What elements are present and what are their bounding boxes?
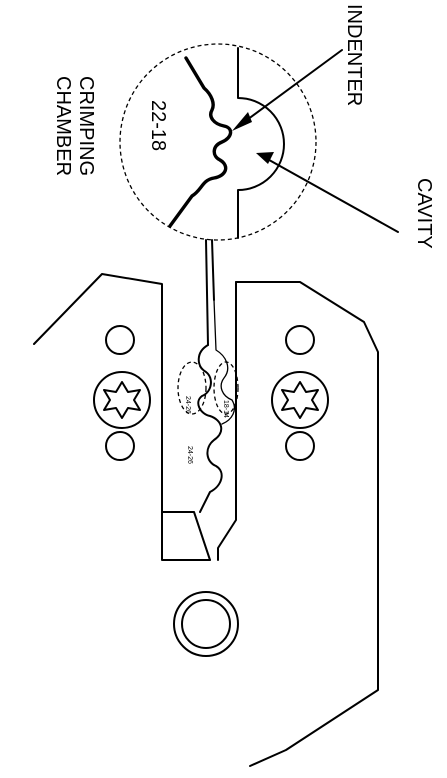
crimping-chamber-profile-right [213, 299, 236, 425]
right-top-pin [285, 325, 315, 355]
left-jaw-outline [33, 273, 211, 561]
indenter-arrowhead [232, 112, 252, 131]
crimping-chamber-profile [197, 344, 223, 513]
left-screw-outer [93, 371, 151, 429]
magnified-detail: 22-18 [119, 43, 317, 241]
indenter-profile [168, 56, 233, 228]
chamber-guide-oval-right [213, 361, 239, 415]
indenter-label: INDENTER [343, 4, 365, 106]
chamber-mark-1: 24-26 [184, 396, 191, 414]
right-jaw-outline [235, 281, 379, 767]
cavity-arrowhead [256, 152, 274, 164]
left-screw-star-icon [103, 381, 141, 419]
cavity-label: CAVITY [413, 178, 435, 249]
left-jaw-step [161, 511, 211, 561]
chamber-guide-oval-left [177, 361, 207, 415]
right-screw-star-icon [281, 381, 319, 419]
cavity-outline [237, 47, 285, 239]
tool-jaws: 24-26 18-14 24-26 [33, 273, 379, 767]
right-screw-outer [271, 371, 329, 429]
indenter-arrow [235, 49, 343, 129]
pivot-bolt-inner [181, 599, 231, 649]
right-bottom-pin [285, 431, 315, 461]
magnifier-dashed-circle [119, 43, 317, 241]
detail-connector-line [205, 239, 215, 346]
chamber-mark-3: 24-26 [186, 446, 193, 464]
left-top-pin [105, 325, 135, 355]
chamber-mark-2: 18-14 [222, 400, 229, 418]
gauge-range-label: 22-18 [147, 100, 169, 151]
cavity-arrow [261, 155, 399, 233]
pivot-bolt-outer [173, 591, 239, 657]
left-bottom-pin [105, 431, 135, 461]
crimping-chamber-label-line1: CRIMPING [75, 76, 97, 176]
crimping-chamber-label-line2: CHAMBER [52, 76, 74, 176]
right-jaw-inner [217, 281, 237, 561]
